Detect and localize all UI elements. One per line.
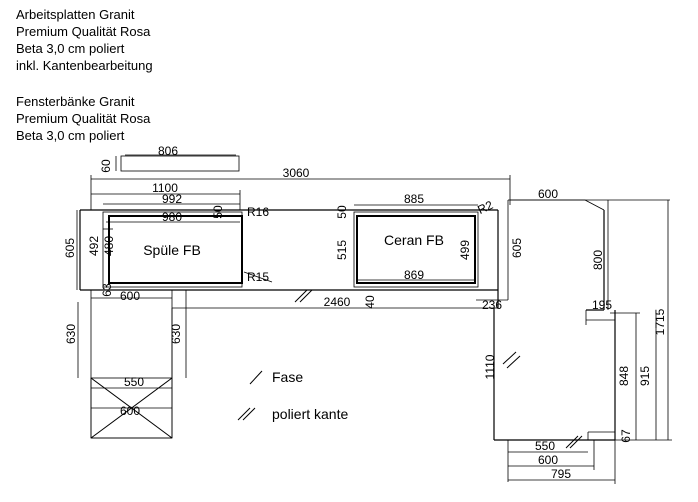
bottom-run-dims: 2460 40 236 [294, 289, 508, 312]
polished-edge-symbol [237, 407, 251, 421]
sink-label: Spüle FB [143, 242, 201, 258]
dim-hob-40: 40 [363, 295, 377, 309]
dim-sink-r-top: R16 [247, 205, 269, 219]
dim-run-2460: 2460 [324, 295, 351, 309]
dim-hob-inner: 869 [404, 268, 424, 282]
hatched-leg: 550 600 [90, 375, 173, 439]
note-line: Arbeitsplatten Granit [16, 7, 135, 22]
dim-bottom-795: 795 [551, 467, 571, 481]
dim-bottom-600: 600 [538, 453, 558, 467]
dim-left-1100: 1100 [152, 181, 178, 195]
fase-symbol [249, 370, 263, 385]
note-line: Fensterbänke Granit [16, 94, 135, 109]
dim-sink-d2: 480 [102, 236, 116, 256]
note-line: Premium Qualität Rosa [16, 111, 151, 126]
note-line: Beta 3,0 cm poliert [16, 41, 125, 56]
dim-small-236: 236 [482, 298, 502, 312]
dim-leg-600: 600 [120, 404, 140, 418]
note-line: Beta 3,0 cm poliert [16, 128, 125, 143]
legend-polished: poliert kante [272, 406, 348, 422]
dim-sink-d1: 492 [87, 236, 101, 256]
note-line: Premium Qualität Rosa [16, 24, 151, 39]
dim-bottom-550: 550 [535, 439, 555, 453]
note-line: inkl. Kantenbearbeitung [16, 58, 153, 73]
legend: Fase poliert kante [237, 369, 348, 422]
sill-notes: Fensterbänke Granit Premium Qualität Ros… [16, 93, 150, 144]
dim-sink-inner: 980 [162, 210, 182, 224]
top-dimension-lines: 3060 1100 992 [90, 166, 511, 210]
hob-cutout: 885 50 515 499 Ceran FB 869 R2 [335, 192, 496, 288]
dim-leg-630-a: 630 [64, 324, 78, 344]
dim-left-depth: 605 [63, 238, 77, 258]
dim-right-195: 195 [592, 298, 612, 312]
dim-right-depth: 605 [510, 238, 524, 258]
windowsill: 806 60 [99, 144, 240, 173]
dim-sink-bottom: 63 [100, 283, 114, 297]
sink-cutout: 980 50 R16 R15 492 480 Spüle FB 63 [87, 205, 273, 297]
left-run: 605 600 630 630 [63, 210, 183, 378]
dim-right-800: 800 [591, 250, 605, 270]
dim-leg-550: 550 [124, 375, 144, 389]
dim-right-915: 915 [638, 366, 652, 386]
dim-total: 3060 [283, 166, 310, 180]
legend-fase: Fase [272, 369, 303, 385]
dim-right-1715: 1715 [653, 308, 667, 335]
bottom-dims: 550 600 795 [507, 435, 616, 484]
dim-hob-d1: 515 [335, 240, 349, 260]
dim-hob-d2: 499 [458, 240, 472, 260]
dim-right-1110: 1110 [483, 354, 497, 379]
dim-sink-top: 50 [211, 205, 225, 219]
dim-sill-depth: 60 [99, 159, 113, 173]
dim-right-600: 600 [538, 187, 558, 201]
dim-right-67: 67 [619, 429, 633, 443]
dim-hob-top: 50 [335, 205, 349, 219]
hob-label: Ceran FB [384, 232, 444, 248]
dim-hob-outer: 885 [404, 192, 424, 206]
dim-left-600: 600 [120, 289, 140, 303]
dim-leg-630-b: 630 [169, 324, 183, 344]
worktop-outline [79, 199, 616, 441]
dim-sink-outer: 992 [162, 192, 182, 206]
right-l-dims: 605 600 800 195 848 915 1715 67 1110 [483, 187, 672, 443]
dim-sill-width: 806 [158, 144, 178, 158]
worktop-notes: Arbeitsplatten Granit Premium Qualität R… [16, 6, 153, 74]
dim-hob-r: R2 [475, 198, 495, 217]
dim-right-848: 848 [617, 366, 631, 386]
